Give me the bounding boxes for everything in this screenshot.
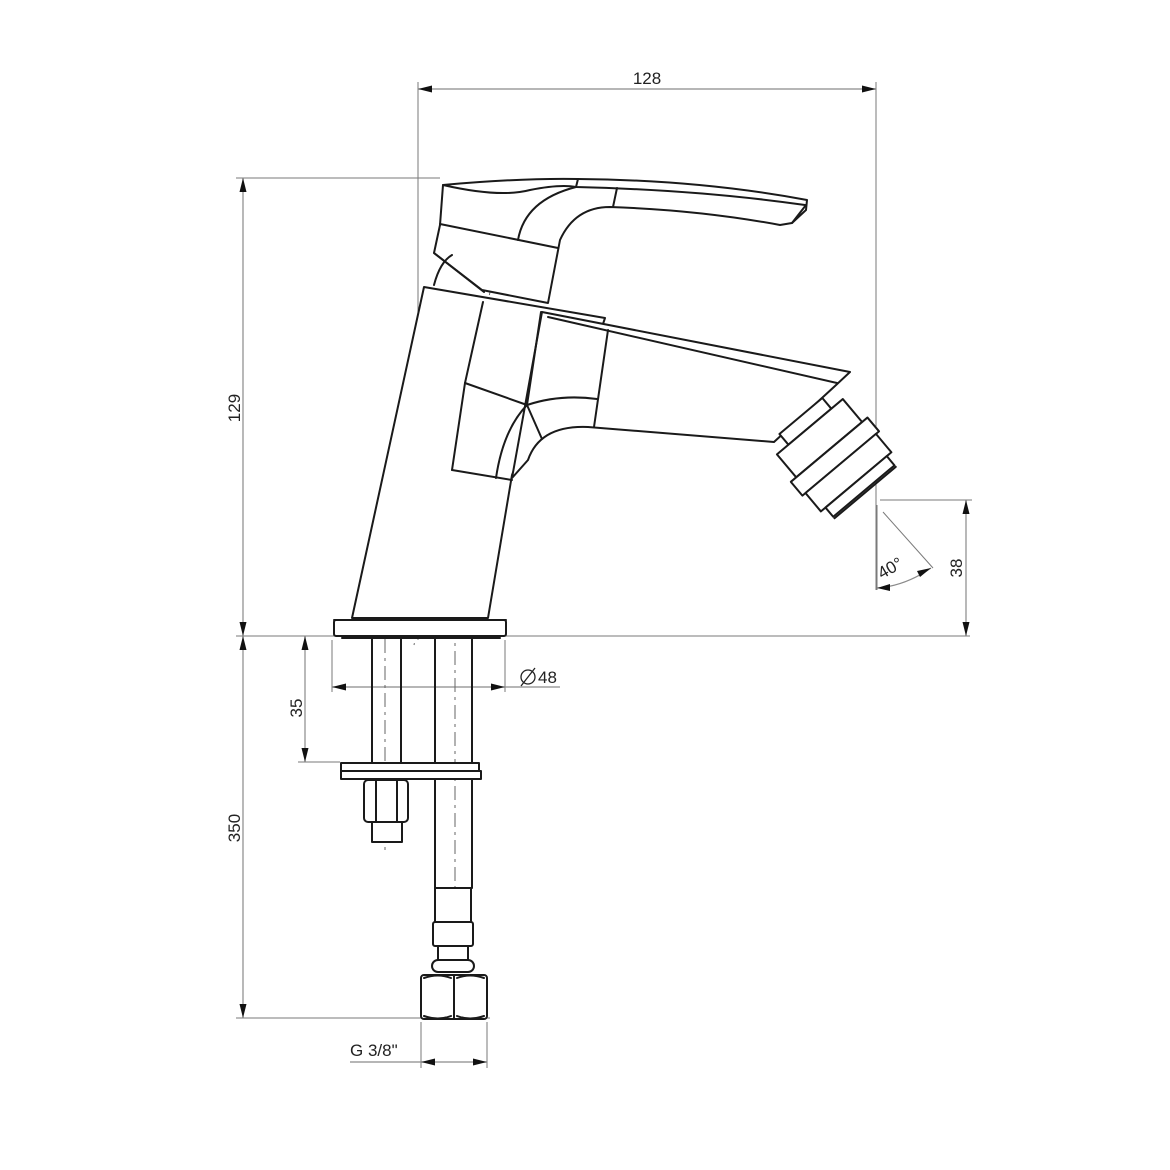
dim-label-129: 129 (225, 394, 244, 422)
dimension-overall-height: 129 (225, 178, 247, 636)
connection-nut (420, 974, 488, 1020)
extension-lines (236, 82, 972, 1068)
hose-fitting (431, 887, 475, 973)
dimension-overall-width: 128 (418, 69, 876, 93)
dimension-hose-length: 350 (225, 636, 247, 1018)
tap-body (351, 286, 851, 619)
base-plate (333, 619, 507, 639)
dimension-spray-angle: 40° (874, 505, 934, 591)
lever-handle (433, 177, 808, 304)
dim-label-g38: G 3/8" (350, 1041, 398, 1060)
dim-label-350: 350 (225, 814, 244, 842)
mounting-nut (363, 779, 409, 843)
diameter-symbol-icon (520, 667, 536, 687)
dim-label-128: 128 (633, 69, 661, 88)
dim-label-38: 38 (947, 559, 966, 578)
dim-label-35: 35 (287, 699, 306, 718)
dimension-connection-thread: G 3/8" (350, 1041, 487, 1066)
dimension-base-diameter: 48 (332, 667, 560, 691)
dimension-mount-clearance: 35 (287, 636, 309, 762)
dim-label-48: 48 (538, 668, 557, 687)
mounting-washer (340, 762, 482, 780)
dimension-outlet-height: 38 (947, 500, 970, 636)
dim-label-40deg: 40° (874, 554, 906, 583)
aerator-outlet (775, 396, 897, 520)
